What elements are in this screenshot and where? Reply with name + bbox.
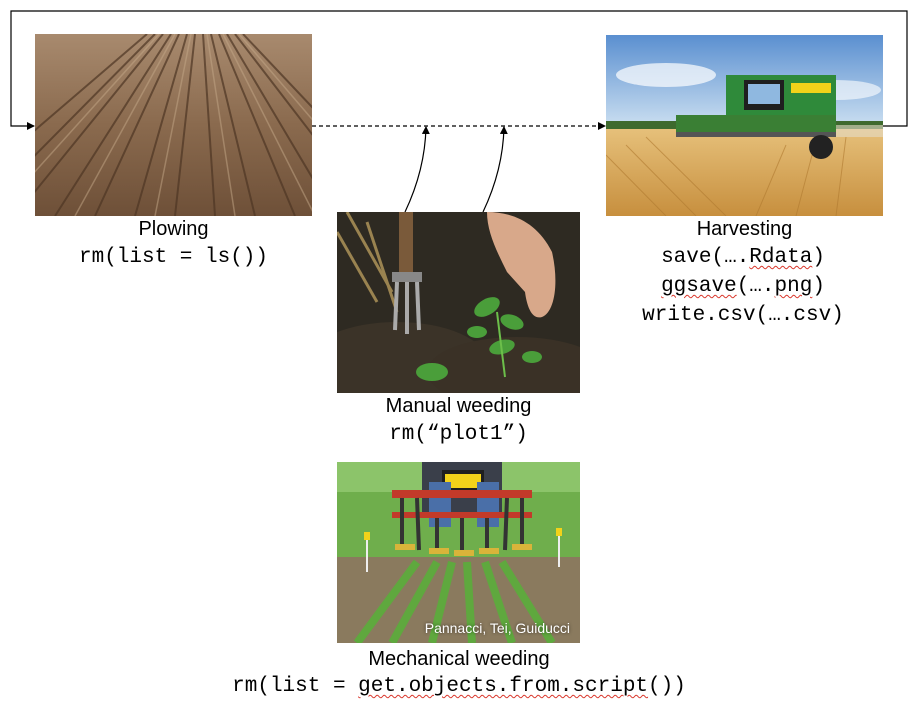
photo-credit: Pannacci, Tei, Guiducci — [424, 620, 570, 636]
plowed-field-photo — [35, 34, 312, 216]
loop-back-arrow — [10, 10, 908, 130]
weeding-machine-photo: Pannacci, Tei, Guiducci — [337, 462, 580, 643]
mechanical-code-prefix: rm(list = — [232, 675, 359, 698]
plowing-code: rm(list = ls()) — [78, 246, 269, 269]
harvesting-title: Harvesting — [696, 218, 793, 240]
mechanical-weeding-title: Mechanical weeding — [368, 648, 550, 670]
mechanical-code-suffix: ()) — [648, 675, 686, 698]
weeding-arrow-1 — [404, 126, 430, 213]
combine-harvester-photo — [606, 35, 883, 216]
mechanical-code-function: get.objects.from.script — [358, 675, 649, 698]
harvesting-code-line-1: save(….Rdata) — [661, 246, 825, 269]
hand-weeding-photo — [337, 212, 580, 393]
manual-weeding-title: Manual weeding — [385, 395, 532, 417]
harvesting-code-line-2: ggsave(….png) — [661, 275, 825, 298]
harvesting-code-line-3: write.csv(….csv) — [642, 304, 844, 327]
weeding-arrow-2 — [482, 126, 508, 213]
mechanical-weeding-code: rm(list = get.objects.from.script()) — [150, 675, 768, 698]
manual-weeding-code: rm(“plot1”) — [389, 423, 528, 446]
plowing-title: Plowing — [138, 218, 209, 240]
